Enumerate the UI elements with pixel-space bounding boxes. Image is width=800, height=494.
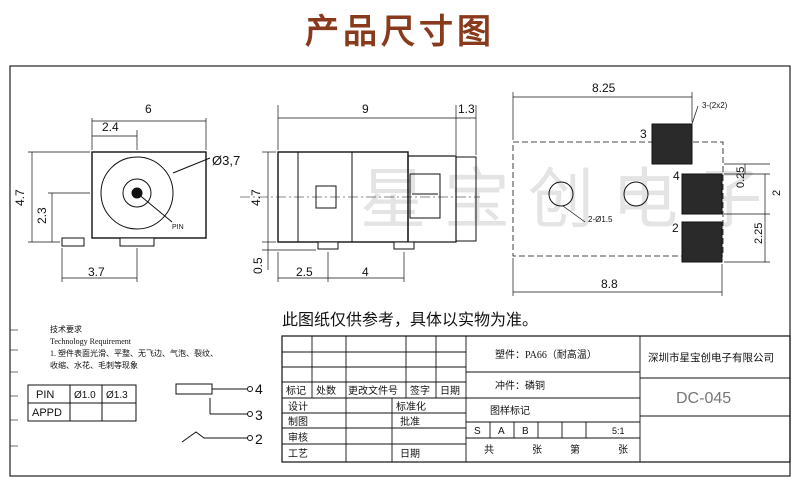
tb-di: 第 — [570, 443, 580, 456]
pcb-dim-bottom: 8.8 — [601, 277, 618, 291]
tb-rev-h0: 标记 — [286, 385, 306, 397]
tb-part-no: DC-045 — [676, 390, 731, 407]
tb-review: 审核 — [288, 431, 308, 444]
tb-mark-b: B — [522, 426, 529, 437]
pcb-pad4-label: 4 — [673, 169, 680, 183]
tb-rev-h4: 日期 — [440, 385, 460, 397]
pcb-pad3-label: 3 — [640, 127, 647, 141]
front-pin-label: PIN — [172, 224, 184, 231]
side-view — [240, 105, 480, 282]
front-dim-width: 6 — [145, 102, 152, 116]
front-dim-pin: 3.7 — [88, 265, 105, 279]
tb-design: 设计 — [288, 400, 308, 413]
tb-approve: 批准 — [400, 415, 420, 428]
tb-stamp: 冲件：磷铜 — [495, 379, 545, 392]
pcb-dim-b: 2 — [771, 190, 783, 196]
side-dim-standoff: 0.5 — [251, 257, 265, 274]
tb-material: 塑件：PA66（耐高温） — [495, 348, 597, 361]
pin-table-h2: Ø1.3 — [106, 390, 128, 401]
schematic-pin4: 4 — [255, 381, 263, 397]
notice-text: 此图纸仅供参考，具体以实物为准。 — [282, 311, 538, 329]
tb-sheet2: 张 — [618, 444, 628, 456]
pin-table-r2: APPD — [32, 407, 62, 419]
tech-title-cn: 技术要求 — [50, 324, 82, 334]
tb-pattern-mark: 图样标记 — [490, 404, 530, 417]
tb-sheet: 张 — [532, 444, 542, 456]
front-dim-diameter: Ø3,7 — [212, 153, 240, 168]
tb-total: 共 — [484, 444, 494, 456]
schematic-pin3: 3 — [255, 407, 263, 423]
left-margin-marks — [10, 329, 18, 447]
tb-rev-h1: 处数 — [316, 384, 336, 397]
side-dim-pin2: 4 — [362, 265, 369, 279]
pin-table-h1: Ø1.0 — [74, 390, 96, 401]
pcb-view — [512, 92, 770, 296]
front-dim-height: 4.7 — [13, 189, 27, 206]
front-dim-offset: 2.4 — [102, 120, 119, 134]
schematic-symbol — [175, 383, 253, 443]
tb-rev-h3: 签字 — [410, 384, 430, 397]
tb-mark-a: A — [498, 426, 505, 437]
pcb-hole-note2: 2-Ø1.5 — [588, 215, 613, 224]
pcb-hole-note: 3-(2x2) — [702, 101, 728, 110]
tech-title-en: Technology Requirement — [50, 337, 132, 346]
tb-rev-h2: 更改文件号 — [348, 384, 398, 397]
side-dim-length: 9 — [362, 102, 369, 116]
drawing-border — [9, 65, 791, 477]
pcb-dim-a: 0.25 — [735, 167, 747, 188]
title-block — [281, 335, 791, 463]
side-dim-pin1: 2.5 — [296, 265, 313, 279]
schematic-pin2: 2 — [255, 431, 263, 447]
front-view — [28, 118, 211, 282]
tech-line2: 收缩、水花、毛刺等现象 — [50, 360, 138, 370]
tb-company: 深圳市星宝创电子有限公司 — [648, 351, 774, 364]
tech-line1: 1. 塑件表面光滑、平整、无飞边、气泡、裂纹、 — [50, 348, 218, 358]
pin-table — [27, 384, 137, 422]
tb-standard: 标准化 — [396, 400, 426, 413]
pcb-pad2-label: 2 — [672, 221, 679, 235]
tb-date: 日期 — [400, 448, 420, 460]
side-dim-height: 4.7 — [249, 189, 263, 206]
side-dim-tail: 1.3 — [458, 102, 475, 116]
pcb-dim-top: 8.25 — [592, 81, 616, 95]
tb-scale: 5:1 — [612, 426, 625, 436]
tb-mark-s: S — [474, 426, 481, 437]
page-title: 产品尺寸图 — [305, 12, 495, 52]
pin-table-h0: PIN — [36, 389, 54, 401]
pcb-dim-c: 2.25 — [753, 223, 765, 244]
tb-draw: 制图 — [288, 415, 308, 428]
tb-process: 工艺 — [288, 448, 308, 460]
front-dim-center: 2.3 — [35, 207, 49, 224]
